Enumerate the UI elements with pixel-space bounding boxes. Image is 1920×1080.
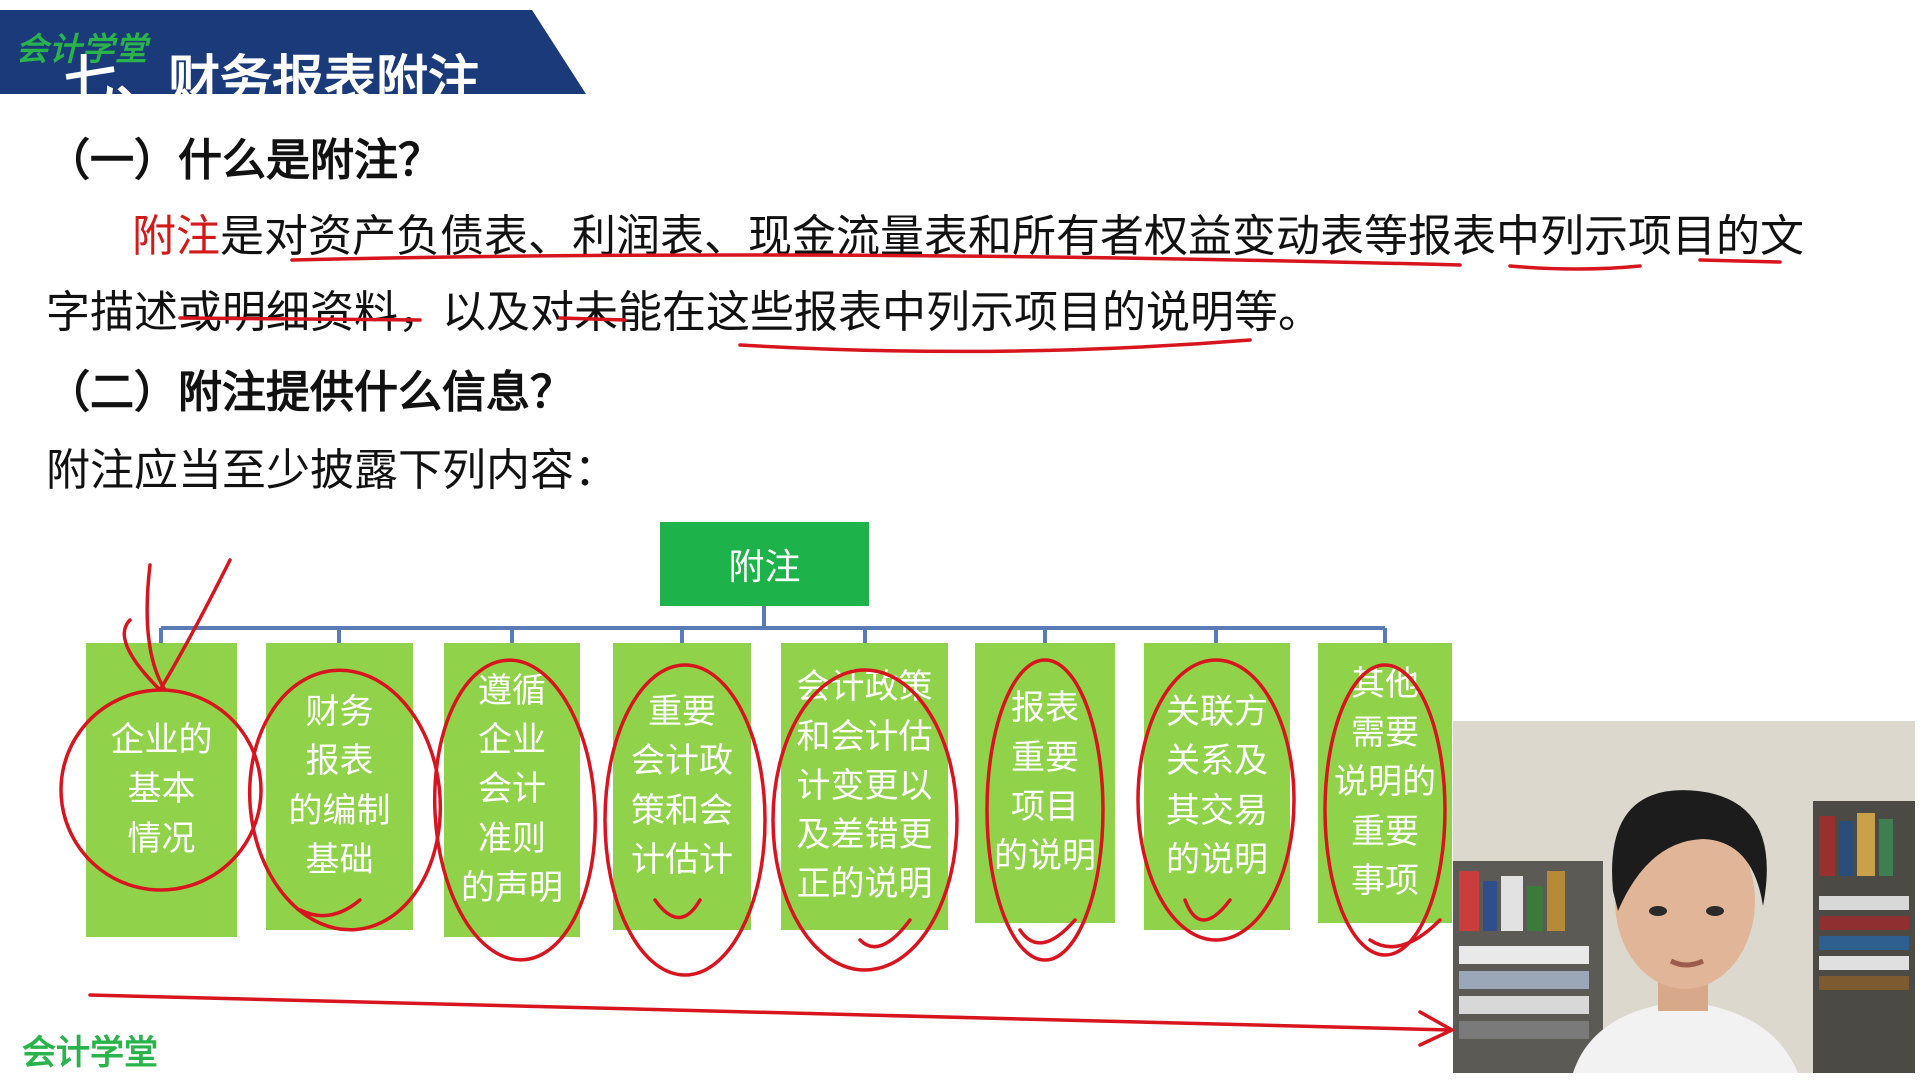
tree-node-compliance-statement: 遵循 企业 会计 准则 的声明 xyxy=(444,643,580,937)
tree-node-key-items: 报表 重要 项目 的说明 xyxy=(975,643,1115,923)
tree-root-node: 附注 xyxy=(660,522,869,606)
section2-intro: 附注应当至少披露下列内容： xyxy=(46,445,618,496)
tree-node-company-info: 企业的 基本 情况 xyxy=(86,643,237,937)
definition-text-1: 是对资产负债表、利润表、现金流量表和所有者权益变动表等报表中列示项目的文 xyxy=(220,211,1804,262)
section1-paragraph-line2: 字描述或明细资料，以及对未能在这些报表中列示项目的说明等。 xyxy=(46,287,1322,338)
section2-heading: （二）附注提供什么信息？ xyxy=(46,367,574,418)
tree-node-accounting-policies: 重要 会计政 策和会 计估计 xyxy=(613,643,751,930)
title-banner: 会计学堂 七、财务报表附注 xyxy=(0,10,586,111)
tree-node-other-matters: 其他 需要 说明的 重要 事项 xyxy=(1318,643,1452,923)
tree-node-related-parties: 关联方 关系及 其交易 的说明 xyxy=(1144,643,1290,930)
tree-node-preparation-basis: 财务 报表 的编制 基础 xyxy=(266,643,413,930)
section1-paragraph-line1: 附注是对资产负债表、利润表、现金流量表和所有者权益变动表等报表中列示项目的文 xyxy=(132,200,1804,264)
title-banner-shape xyxy=(0,10,586,94)
section1-heading: （一）什么是附注？ xyxy=(46,135,442,186)
presenter-webcam xyxy=(1453,721,1915,1073)
brand-logo-top: 会计学堂 xyxy=(16,30,149,68)
presenter-illustration xyxy=(1453,721,1915,1073)
slide-title: 七、财务报表附注 xyxy=(64,51,481,111)
tree-node-policy-changes: 会计政策 和会计估 计变更以 及差错更 正的说明 xyxy=(781,643,948,930)
term-annotation: 附注 xyxy=(132,211,220,262)
brand-logo-bottom: 会计学堂 xyxy=(22,1033,158,1073)
